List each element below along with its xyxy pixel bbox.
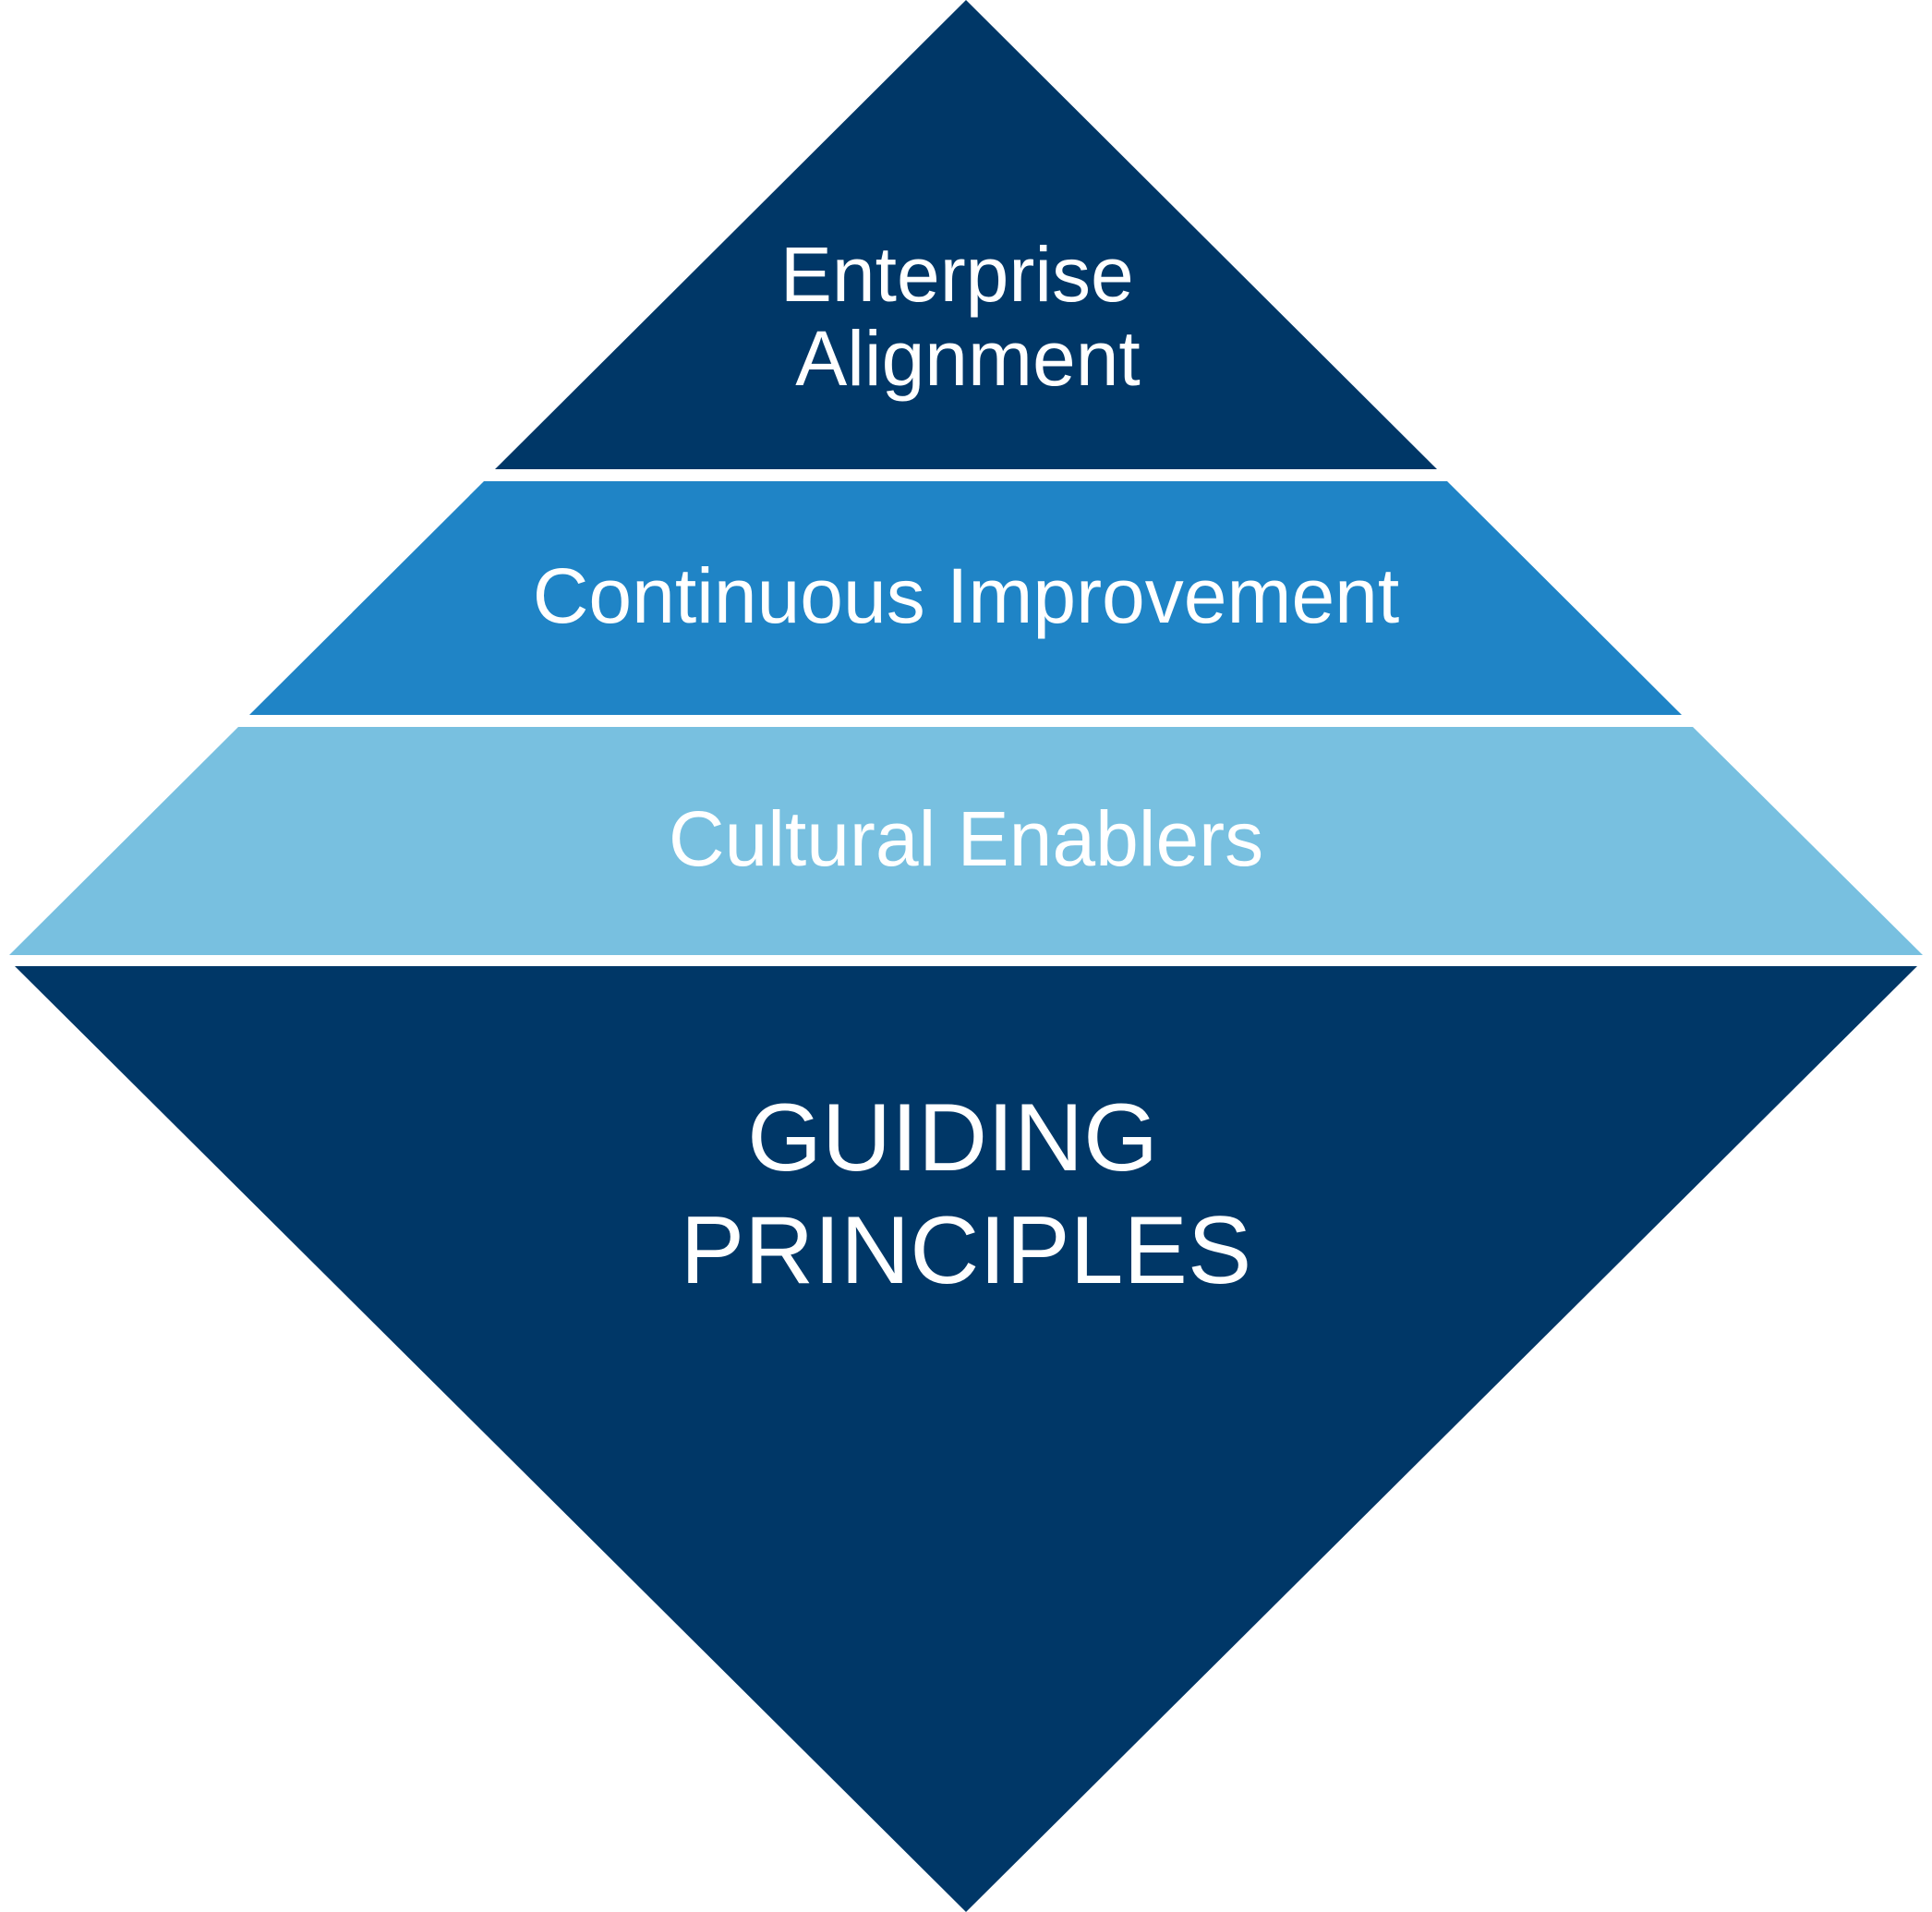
tier-enterprise-alignment-shape bbox=[495, 0, 1437, 469]
tier-enterprise-alignment-label: Enterprise Alignment bbox=[780, 231, 1155, 402]
tier-enterprise-alignment-line-1: Enterprise bbox=[780, 231, 1134, 318]
tier-cultural-enablers-label: Cultural Enablers bbox=[669, 795, 1263, 882]
tier-guiding-principles-line-2: PRINCIPLES bbox=[681, 1197, 1251, 1304]
tier-continuous-improvement-shape bbox=[249, 481, 1682, 715]
tier-guiding-principles-line-1: GUIDING bbox=[747, 1084, 1158, 1192]
tier-cultural-enablers-line-1: Cultural Enablers bbox=[669, 795, 1263, 882]
tier-guiding-principles-shape bbox=[15, 966, 1917, 1912]
tier-continuous-improvement-label: Continuous Improvement bbox=[533, 552, 1399, 639]
tier-guiding-principles-label: GUIDING PRINCIPLES bbox=[681, 1084, 1251, 1304]
tier-continuous-improvement-line-1: Continuous Improvement bbox=[533, 552, 1399, 639]
tier-enterprise-alignment-line-2: Alignment bbox=[795, 315, 1141, 402]
tier-cultural-enablers-shape bbox=[9, 727, 1923, 955]
